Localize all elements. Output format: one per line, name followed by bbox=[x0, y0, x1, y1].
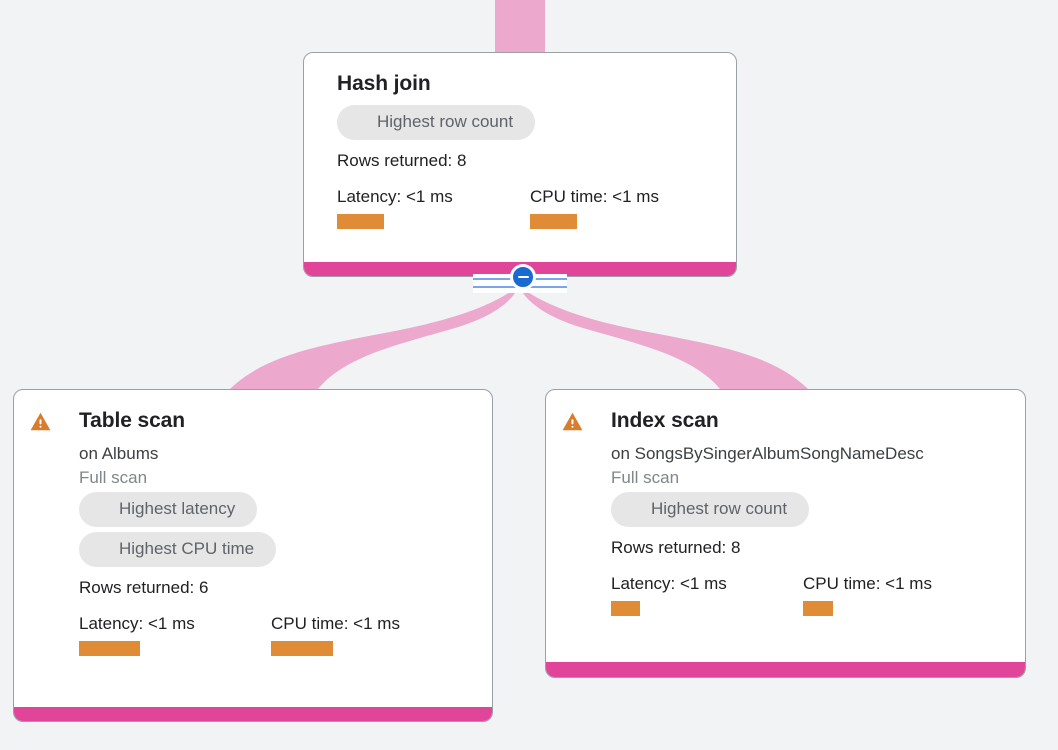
metric-cpu-time: CPU time: <1 ms bbox=[803, 573, 932, 616]
metric-list: Latency: <1 ms CPU time: <1 ms bbox=[337, 186, 720, 229]
edge-hash-join-to-table-scan bbox=[230, 286, 519, 389]
node-title: Hash join bbox=[337, 72, 431, 95]
chip-list: Highest row count bbox=[611, 492, 1009, 532]
metric-latency-bar bbox=[611, 601, 640, 616]
node-scan-type: Full scan bbox=[611, 468, 680, 487]
metric-cpu-time-label: CPU time: <1 ms bbox=[530, 187, 659, 206]
metric-cpu-time-bar bbox=[803, 601, 833, 616]
node-body: Hash join Highest row count Rows returne… bbox=[304, 53, 736, 262]
node-accent-bar bbox=[546, 662, 1025, 677]
metric-cpu-time-bar bbox=[530, 214, 577, 229]
warning-triangle-icon bbox=[562, 412, 583, 431]
metric-latency: Latency: <1 ms bbox=[611, 573, 803, 616]
chip-list: Highest row count bbox=[337, 105, 720, 145]
node-header: Index scan on SongsBySingerAlbumSongName… bbox=[562, 408, 1009, 616]
metric-latency: Latency: <1 ms bbox=[337, 186, 530, 229]
metric-latency-bar bbox=[79, 641, 140, 656]
chip-highest-row-count[interactable]: Highest row count bbox=[337, 105, 536, 140]
metric-list: Latency: <1 ms CPU time: <1 ms bbox=[79, 613, 476, 656]
node-header: Table scan on Albums Full scan Highest l… bbox=[30, 408, 476, 656]
node-scan-type: Full scan bbox=[79, 468, 148, 487]
metric-latency-label: Latency: <1 ms bbox=[79, 614, 195, 633]
metric-latency-label: Latency: <1 ms bbox=[611, 574, 727, 593]
node-title: Index scan bbox=[611, 409, 719, 432]
node-body: Index scan on SongsBySingerAlbumSongName… bbox=[546, 390, 1025, 662]
rows-returned: Rows returned: 6 bbox=[79, 578, 209, 597]
warning-slot bbox=[30, 408, 79, 431]
collapse-toggle-button[interactable] bbox=[473, 264, 567, 293]
node-hash-join[interactable]: Hash join Highest row count Rows returne… bbox=[303, 52, 737, 277]
node-body: Table scan on Albums Full scan Highest l… bbox=[14, 390, 492, 707]
metric-latency-bar bbox=[337, 214, 384, 229]
node-header-text: Hash join Highest row count Rows returne… bbox=[320, 71, 720, 229]
rows-returned: Rows returned: 8 bbox=[611, 538, 741, 557]
metric-cpu-time-label: CPU time: <1 ms bbox=[271, 614, 400, 633]
inbound-edge-to-hash-join bbox=[495, 0, 545, 54]
warning-slot bbox=[562, 408, 611, 431]
chip-list: Highest latency Highest CPU time bbox=[79, 492, 476, 572]
node-header-text: Table scan on Albums Full scan Highest l… bbox=[79, 408, 476, 656]
metric-list: Latency: <1 ms CPU time: <1 ms bbox=[611, 573, 1009, 616]
metric-cpu-time-label: CPU time: <1 ms bbox=[803, 574, 932, 593]
rows-returned: Rows returned: 8 bbox=[337, 151, 467, 170]
metric-latency: Latency: <1 ms bbox=[79, 613, 271, 656]
node-title: Table scan bbox=[79, 409, 185, 432]
node-table-scan[interactable]: Table scan on Albums Full scan Highest l… bbox=[13, 389, 493, 722]
minus-circle-icon[interactable] bbox=[510, 264, 536, 290]
node-accent-bar bbox=[14, 707, 492, 721]
node-header: Hash join Highest row count Rows returne… bbox=[320, 71, 720, 229]
node-subtitle: on SongsBySingerAlbumSongNameDesc bbox=[611, 444, 924, 463]
edge-hash-join-to-index-scan bbox=[519, 286, 808, 389]
chip-highest-row-count[interactable]: Highest row count bbox=[611, 492, 810, 527]
metric-latency-label: Latency: <1 ms bbox=[337, 187, 453, 206]
chip-highest-latency[interactable]: Highest latency bbox=[79, 492, 258, 527]
node-subtitle: on Albums bbox=[79, 444, 159, 463]
minus-glyph bbox=[517, 276, 529, 278]
metric-cpu-time-bar bbox=[271, 641, 333, 656]
node-header-text: Index scan on SongsBySingerAlbumSongName… bbox=[611, 408, 1009, 616]
metric-cpu-time: CPU time: <1 ms bbox=[271, 613, 400, 656]
metric-cpu-time: CPU time: <1 ms bbox=[530, 186, 659, 229]
warning-triangle-icon bbox=[30, 412, 51, 431]
node-index-scan[interactable]: Index scan on SongsBySingerAlbumSongName… bbox=[545, 389, 1026, 678]
chip-highest-cpu-time[interactable]: Highest CPU time bbox=[79, 532, 277, 567]
